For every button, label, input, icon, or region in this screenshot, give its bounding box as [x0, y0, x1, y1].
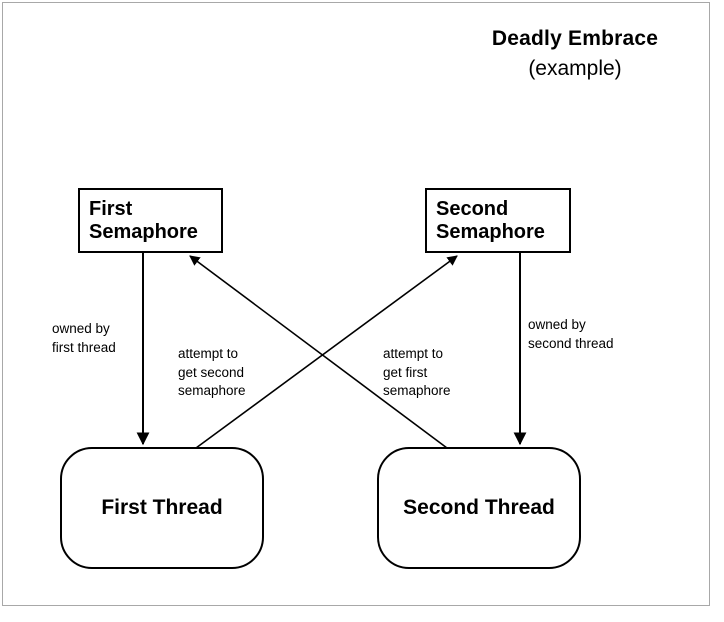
edge-attempt-get-second-semaphore: [195, 255, 458, 449]
edge-label-attempt-get-first-semaphore: attempt to get first semaphore: [383, 345, 451, 401]
second-thread-label: Second Thread: [403, 496, 555, 519]
first-thread-label: First Thread: [101, 496, 223, 519]
attempt-first-line-2: get first: [383, 364, 428, 380]
owned-by-first-line-2: first thread: [52, 339, 116, 355]
second-semaphore-line-1: Second: [436, 198, 509, 221]
attempt-second-line-2: get second: [178, 364, 245, 380]
node-second-semaphore: Second Semaphore: [425, 188, 571, 253]
diagram-title-block: Deadly Embrace (example): [430, 28, 720, 79]
first-semaphore-line-2: Semaphore: [89, 220, 198, 243]
attempt-first-line-3: semaphore: [383, 383, 451, 399]
edge-label-attempt-get-second-semaphore: attempt to get second semaphore: [178, 345, 246, 401]
owned-by-first-line-1: owned by: [52, 321, 110, 336]
diagram-subtitle: (example): [528, 57, 622, 80]
attempt-first-line-1: attempt to: [383, 346, 444, 361]
edge-label-owned-by-second-thread: owned by second thread: [528, 316, 614, 353]
node-second-thread: Second Thread: [377, 447, 581, 569]
attempt-second-line-1: attempt to: [178, 346, 239, 361]
owned-by-second-line-2: second thread: [528, 335, 614, 351]
edge-label-owned-by-first-thread: owned by first thread: [52, 320, 116, 357]
node-first-thread: First Thread: [60, 447, 264, 569]
attempt-second-line-3: semaphore: [178, 383, 246, 399]
first-semaphore-line-1: First: [89, 198, 133, 221]
second-semaphore-line-2: Semaphore: [436, 220, 545, 243]
node-first-semaphore: First Semaphore: [78, 188, 223, 253]
owned-by-second-line-1: owned by: [528, 317, 586, 332]
diagram-title: Deadly Embrace: [491, 27, 659, 50]
edge-attempt-get-first-semaphore: [189, 255, 448, 449]
